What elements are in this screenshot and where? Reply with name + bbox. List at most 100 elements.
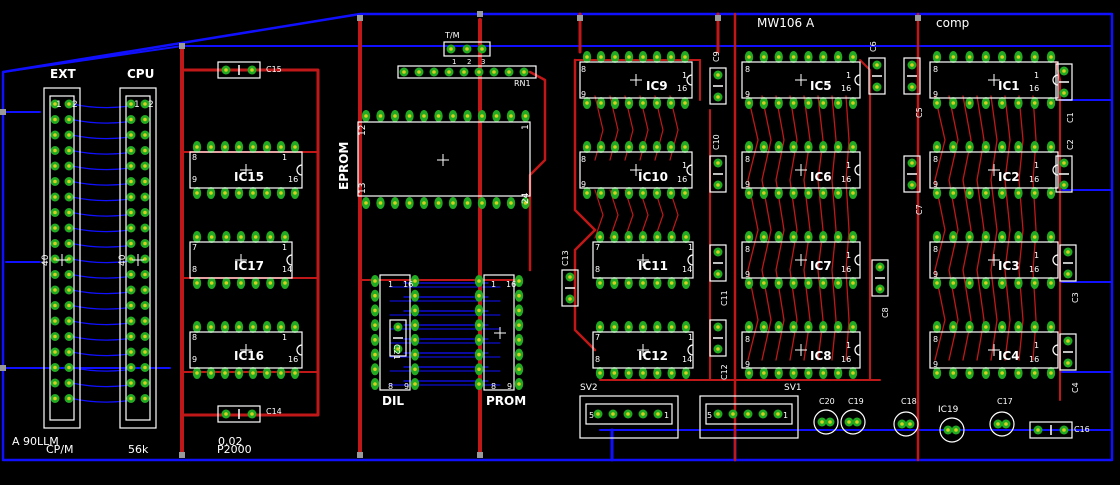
- pad-hole: [407, 114, 412, 118]
- via: [477, 11, 483, 17]
- dil-outline: [379, 274, 411, 391]
- pad-hole: [641, 191, 645, 195]
- pad-hole: [53, 117, 57, 122]
- pad-hole: [967, 145, 972, 149]
- ic9-pin16: 16: [677, 84, 687, 93]
- pad-hole: [821, 191, 826, 195]
- pad-hole: [641, 101, 645, 105]
- pad-hole: [1016, 371, 1021, 375]
- eprom-pin1: 1: [521, 124, 531, 130]
- pad-hole: [935, 371, 939, 375]
- ic1-pin1: 1: [1034, 71, 1039, 80]
- pad-hole: [53, 241, 57, 246]
- pad-hole: [935, 235, 939, 239]
- pad-hole: [641, 281, 645, 285]
- pad-hole: [655, 371, 660, 375]
- p2000-text: P2000: [217, 443, 252, 456]
- pad-hole: [480, 201, 484, 205]
- pad-hole: [776, 145, 781, 149]
- pad-hole: [53, 133, 57, 137]
- c5-label: C5: [915, 107, 924, 118]
- pad-hole: [224, 68, 228, 72]
- tm-label: T/M: [444, 31, 460, 40]
- bus-trace: [71, 103, 131, 109]
- pad-hole: [1049, 55, 1053, 59]
- version-text: 0.02: [218, 435, 243, 448]
- pad-hole: [598, 281, 602, 285]
- ic1-outline: [929, 61, 1059, 99]
- ic15-label: IC15: [234, 170, 264, 184]
- pad-hole: [239, 281, 243, 285]
- pad-hole: [684, 235, 688, 239]
- pad-hole: [67, 288, 71, 292]
- ic8-pin16: 16: [841, 355, 851, 364]
- pad-hole: [396, 347, 400, 351]
- pad-hole: [143, 303, 147, 308]
- signal-trace: [1018, 95, 1024, 361]
- pad-hole: [517, 279, 521, 283]
- pad-hole: [517, 382, 521, 386]
- pad-hole: [762, 281, 766, 285]
- pad-hole: [417, 70, 421, 74]
- pad-hole: [836, 145, 840, 149]
- pad-hole: [237, 371, 241, 375]
- ic2-pin9: 9: [933, 180, 938, 189]
- pad-hole: [598, 325, 602, 329]
- pad-hole: [447, 70, 451, 74]
- ic9-notch: [686, 74, 693, 86]
- pad-hole: [265, 371, 269, 375]
- ic3-pin1: 1: [1034, 251, 1039, 260]
- ic5-pin8: 8: [745, 65, 750, 74]
- pad-hole: [984, 191, 988, 195]
- pad-hole: [143, 241, 147, 246]
- ic19-label: IC19: [938, 405, 959, 415]
- prom-label: PROM: [486, 394, 526, 408]
- pad-hole: [791, 101, 796, 105]
- pad-hole: [413, 279, 417, 283]
- pad-hole: [1000, 55, 1004, 59]
- pad-hole: [716, 250, 720, 254]
- silkscreen-layer: [43, 41, 1077, 443]
- pad-hole: [1016, 145, 1021, 149]
- pad-hole: [413, 352, 417, 357]
- pad-hole: [967, 101, 972, 105]
- c16-label: C16: [1074, 425, 1090, 434]
- bus-trace: [71, 366, 131, 372]
- pad-hole: [683, 101, 687, 105]
- pad-hole: [477, 293, 481, 298]
- ic9-pin9: 9: [581, 90, 586, 99]
- rn1-label: RN1: [514, 79, 531, 88]
- signal-trace: [962, 95, 972, 361]
- pad-hole: [669, 235, 674, 239]
- pad-hole: [935, 101, 939, 105]
- pad-hole: [53, 179, 57, 184]
- pad-hole: [747, 145, 751, 149]
- ic4-pin1: 1: [1034, 341, 1039, 350]
- pad-hole: [53, 288, 57, 292]
- pad-hole: [641, 145, 645, 149]
- ic6-outline: [741, 151, 861, 189]
- pad-hole: [279, 191, 283, 195]
- pad-hole: [776, 371, 781, 375]
- pad-hole: [129, 195, 133, 199]
- pad-hole: [373, 367, 377, 372]
- pad-hole: [747, 371, 751, 375]
- pad-hole: [53, 396, 57, 401]
- ic6-notch: [854, 164, 861, 176]
- pad-hole: [908, 422, 912, 426]
- pad-hole: [129, 381, 133, 385]
- pad-hole: [413, 382, 417, 386]
- pad-hole: [821, 145, 826, 149]
- ic1-pin9: 9: [933, 90, 938, 99]
- pad-hole: [413, 323, 417, 327]
- pad-hole: [910, 183, 914, 187]
- pad-hole: [951, 55, 956, 59]
- cpu-outline: [119, 87, 157, 429]
- c11-outline: [709, 244, 727, 282]
- pad-hole: [393, 114, 397, 118]
- signal-trace: [775, 95, 785, 361]
- pad-hole: [223, 325, 227, 329]
- pad-hole: [900, 422, 904, 426]
- pad-hole: [209, 145, 213, 149]
- pad-hole: [143, 210, 147, 215]
